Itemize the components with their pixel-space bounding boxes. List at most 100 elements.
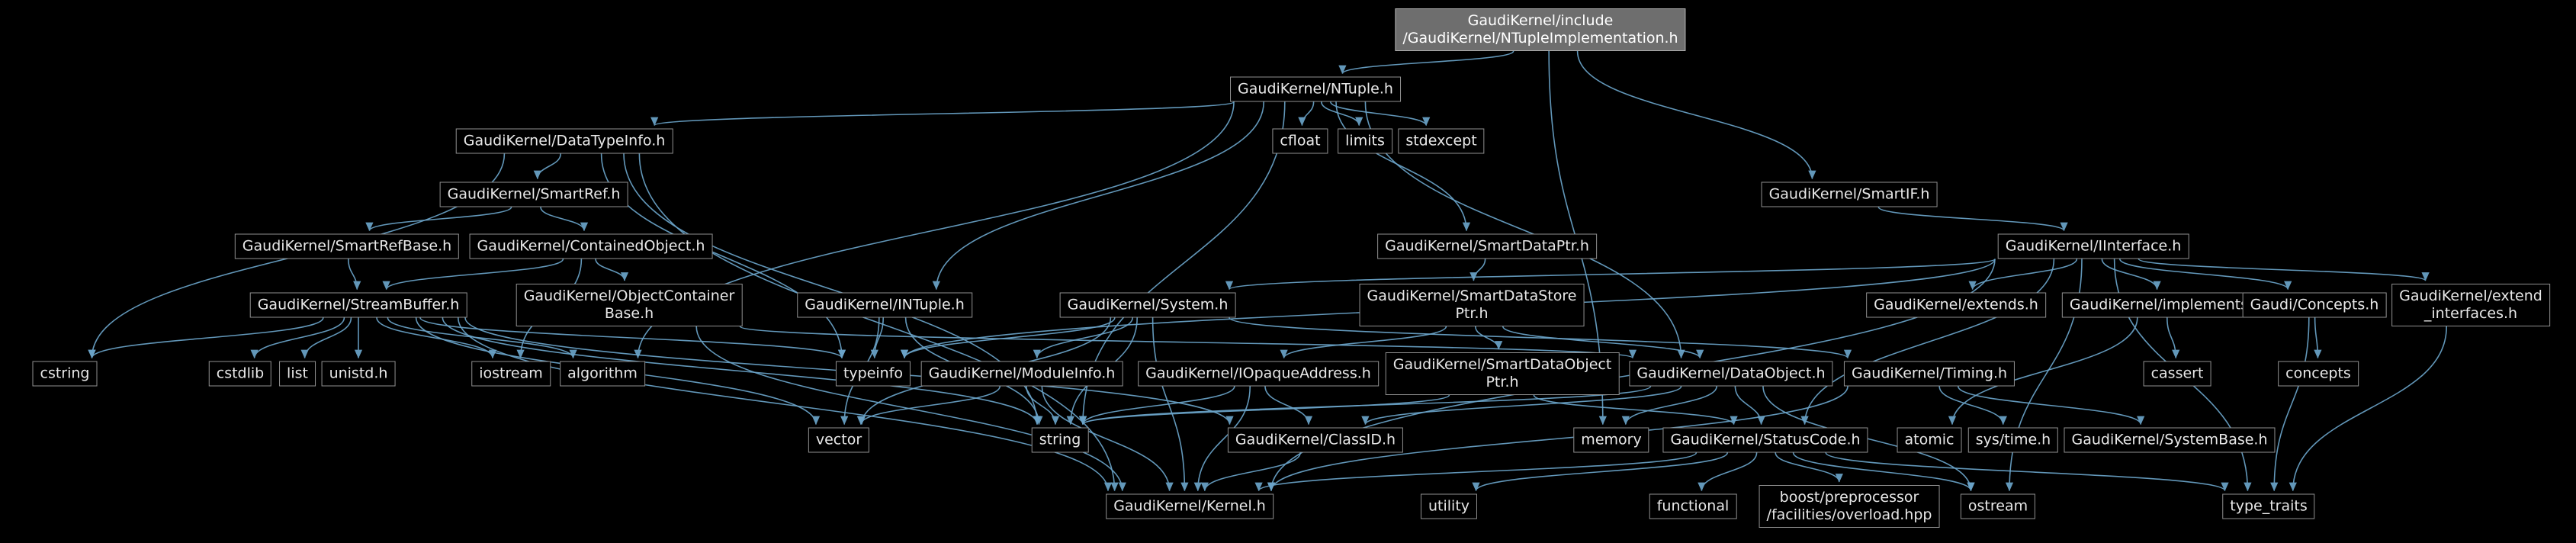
graph-node-label: concepts [2285,365,2351,382]
graph-node-smartrefbase[interactable]: GaudiKernel/SmartRefBase.h [234,233,460,259]
graph-edge [250,317,345,359]
graph-node-moduleinfo[interactable]: GaudiKernel/ModuleInfo.h [920,361,1123,387]
graph-node-label: GaudiKernel/DataObject.h [1636,365,1826,382]
graph-node-timing[interactable]: GaudiKernel/Timing.h [1843,361,2016,387]
graph-edge [739,326,1636,359]
graph-edge [1533,394,1738,426]
graph-edge [650,101,1235,127]
graph-edge [1502,326,1704,359]
graph-edge [382,259,564,291]
graph-node-streambuffer[interactable]: GaudiKernel/StreamBuffer.h [249,292,467,318]
graph-node-utility[interactable]: utility [1420,493,1478,519]
graph-node-label: Gaudi/Concepts.h [2250,296,2379,313]
graph-node-typeinfo[interactable]: typeinfo [835,361,911,387]
graph-node-extendinterfaces[interactable]: GaudiKernel/extend_interfaces.h [2391,284,2550,326]
graph-node-label: Base.h [604,305,654,322]
graph-node-label: cfloat [1280,132,1321,149]
graph-edge [1225,258,1996,291]
graph-node-label: _interfaces.h [2423,305,2518,322]
graph-edge [1079,394,1450,426]
graph-node-cfloat[interactable]: cfloat [1272,128,1328,154]
graph-edge [1734,386,1765,426]
graph-node-string[interactable]: string [1031,427,1089,453]
graph-edge [1267,386,1848,492]
graph-edge [870,317,884,359]
graph-node-label: GaudiKernel/StatusCode.h [1670,431,1861,448]
graph-node-label: GaudiKernel/Timing.h [1851,365,2008,382]
graph-node-gaudiconcepts[interactable]: Gaudi/Concepts.h [2242,292,2387,318]
graph-node-boostoverload[interactable]: boost/preprocessor/facilities/overload.h… [1759,485,1940,528]
graph-edge [2314,317,2322,359]
graph-node-label: GaudiKernel/IOpaqueAddress.h [1145,365,1371,382]
graph-node-label: stdexcept [1405,132,1477,149]
graph-node-label: GaudiKernel/Kernel.h [1113,497,1266,515]
graph-edge [88,317,324,359]
graph-node-systime[interactable]: sys/time.h [1967,427,2059,453]
graph-node-label: cassert [2150,365,2204,382]
graph-edge [1335,101,1471,232]
graph-node-system[interactable]: GaudiKernel/System.h [1059,292,1236,318]
graph-node-limits[interactable]: limits [1338,128,1392,154]
graph-node-label: ostream [1967,497,2028,515]
graph-node-dataobject[interactable]: GaudiKernel/DataObject.h [1629,361,1833,387]
graph-node-extends[interactable]: GaudiKernel/extends.h [1866,292,2046,318]
graph-node-unistd[interactable]: unistd.h [321,361,396,387]
graph-edge [2270,317,2310,492]
graph-node-memory[interactable]: memory [1573,427,1649,453]
graph-node-label: GaudiKernel/ModuleInfo.h [928,365,1116,382]
graph-node-concepts[interactable]: concepts [2278,361,2359,387]
graph-edge [1775,452,1843,483]
graph-node-cstring[interactable]: cstring [32,361,98,387]
graph-edge [1264,386,1313,426]
graph-node-label: cstring [40,365,90,382]
graph-node-iostream[interactable]: iostream [471,361,551,387]
graph-edge [540,207,589,232]
graph-node-list[interactable]: list [279,361,316,387]
graph-node-containedobject[interactable]: GaudiKernel/ContainedObject.h [469,233,713,259]
graph-node-kernel[interactable]: GaudiKernel/Kernel.h [1106,493,1274,519]
graph-edge [533,153,561,180]
graph-node-cassert[interactable]: cassert [2143,361,2211,387]
graph-edge [1800,259,2055,426]
graph-node-datatypeinfo[interactable]: GaudiKernel/DataTypeInfo.h [455,128,673,154]
graph-edge [1361,385,1682,426]
graph-node-label: Ptr.h [1486,374,1519,390]
graph-edge [900,317,1116,359]
graph-node-smartref[interactable]: GaudiKernel/SmartRef.h [439,182,628,207]
graph-edge [1078,386,1235,426]
graph-node-iopaqueaddress[interactable]: GaudiKernel/IOpaqueAddress.h [1138,361,1379,387]
graph-node-ostream[interactable]: ostream [1960,493,2036,519]
graph-node-systembase[interactable]: GaudiKernel/SystemBase.h [2064,427,2276,453]
graph-node-smartdataptr[interactable]: GaudiKernel/SmartDataPtr.h [1377,233,1597,259]
graph-node-atomic[interactable]: atomic [1897,427,1962,453]
graph-edge [2138,258,2430,281]
graph-node-smartif[interactable]: GaudiKernel/SmartIF.h [1761,182,1938,207]
graph-edge [2101,259,2161,291]
graph-edge [932,101,1264,291]
graph-edge [348,259,361,291]
graph-node-classid[interactable]: GaudiKernel/ClassID.h [1227,427,1404,453]
graph-edge [458,317,1113,492]
graph-edge [638,153,1119,492]
graph-node-vector[interactable]: vector [808,427,870,453]
graph-node-cstdlib[interactable]: cstdlib [208,361,272,387]
graph-node-iinterface[interactable]: GaudiKernel/IInterface.h [1997,233,2189,259]
graph-edge [2119,259,2292,291]
graph-node-label: GaudiKernel/System.h [1067,296,1229,313]
graph-node-functional[interactable]: functional [1649,493,1737,519]
graph-node-statuscode[interactable]: GaudiKernel/StatusCode.h [1662,427,1868,453]
graph-node-label: cstdlib [216,365,265,382]
graph-node-label: memory [1581,431,1642,448]
graph-edge [1338,50,1514,75]
graph-node-implements[interactable]: GaudiKernel/implements.h [2061,292,2270,318]
graph-node-stdexcept[interactable]: stdexcept [1398,128,1485,154]
graph-node-algorithm[interactable]: algorithm [560,361,645,387]
graph-node-label: GaudiKernel/SmartDataPtr.h [1385,237,1589,255]
graph-node-label: utility [1428,497,1470,515]
graph-node-typetraits[interactable]: type_traits [2222,493,2315,519]
graph-node-intuple[interactable]: GaudiKernel/INTuple.h [797,292,972,318]
graph-node-ntuple[interactable]: GaudiKernel/NTuple.h [1230,76,1401,102]
